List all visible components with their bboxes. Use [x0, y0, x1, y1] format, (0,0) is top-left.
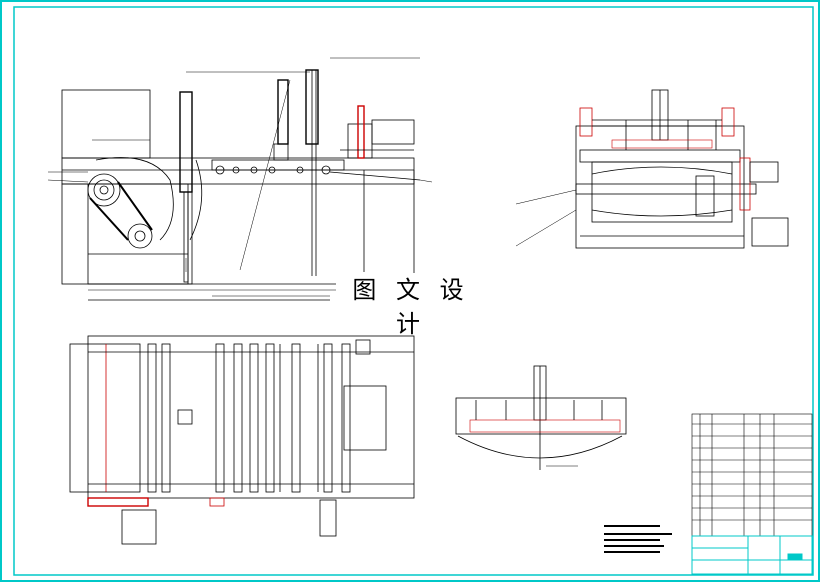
drawing-frame: [13, 6, 814, 576]
top-plan-view: [69, 335, 415, 545]
side-elevation-view: [515, 89, 789, 249]
section-view: [455, 365, 627, 470]
title-block: [691, 535, 813, 575]
drive-pulley: [87, 173, 121, 207]
idler-pulley: [127, 223, 153, 249]
watermark-text: 图 文 设 计: [336, 273, 486, 338]
parts-list-table: [691, 413, 813, 537]
technical-notes: [604, 525, 672, 553]
front-elevation-view: [47, 57, 433, 301]
